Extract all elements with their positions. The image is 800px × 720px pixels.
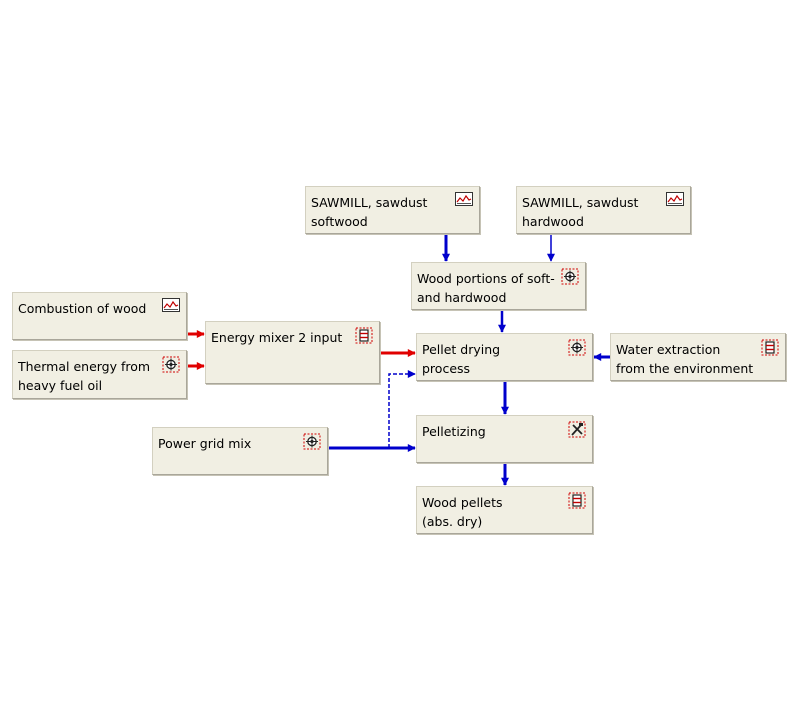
process-label-sawmill-softwood: SAWMILL, sawdust softwood [311, 195, 428, 229]
process-box-wood-pellets[interactable]: Wood pellets (abs. dry) [416, 486, 593, 534]
process-label-sawmill-hardwood: SAWMILL, sawdust hardwood [522, 195, 639, 229]
process-box-energy-mixer[interactable]: Energy mixer 2 input [205, 321, 380, 384]
process-label-thermal-energy: Thermal energy from heavy fuel oil [18, 359, 151, 393]
process-label-power-grid: Power grid mix [158, 436, 252, 451]
mixer-process-icon [761, 339, 779, 356]
process-label-pellet-drying: Pellet drying process [422, 342, 501, 376]
process-box-sawmill-hardwood[interactable]: SAWMILL, sawdust hardwood [516, 186, 691, 234]
process-box-pelletizing[interactable]: Pelletizing [416, 415, 593, 463]
flow-arrow-power-grid-to-pellet-drying[interactable] [388, 370, 416, 448]
process-label-wood-portions: Wood portions of soft- and hardwood [417, 271, 555, 305]
gear-process-icon [561, 268, 579, 285]
process-label-wood-pellets: Wood pellets (abs. dry) [422, 495, 503, 529]
gear-process-icon [568, 339, 586, 356]
process-box-wood-portions[interactable]: Wood portions of soft- and hardwood [411, 262, 586, 310]
gear-process-icon [303, 433, 321, 450]
process-box-power-grid[interactable]: Power grid mix [152, 427, 328, 475]
process-box-combustion-wood[interactable]: Combustion of wood [12, 292, 187, 340]
process-label-water-extraction: Water extraction from the environment [616, 342, 754, 376]
process-box-water-extraction[interactable]: Water extraction from the environment [610, 333, 786, 381]
gear-process-icon [162, 356, 180, 373]
tools-process-icon [568, 421, 586, 438]
process-label-combustion-wood: Combustion of wood [18, 301, 147, 316]
process-box-sawmill-softwood[interactable]: SAWMILL, sawdust softwood [305, 186, 480, 234]
process-box-thermal-energy[interactable]: Thermal energy from heavy fuel oil [12, 350, 187, 399]
chart-process-icon [162, 298, 180, 312]
chart-process-icon [455, 192, 473, 206]
mixer-process-icon [355, 327, 373, 344]
mixer-process-icon [568, 492, 586, 509]
chart-process-icon [666, 192, 684, 206]
process-box-pellet-drying[interactable]: Pellet drying process [416, 333, 593, 381]
process-label-pelletizing: Pelletizing [422, 424, 486, 439]
process-label-energy-mixer: Energy mixer 2 input [211, 330, 343, 345]
